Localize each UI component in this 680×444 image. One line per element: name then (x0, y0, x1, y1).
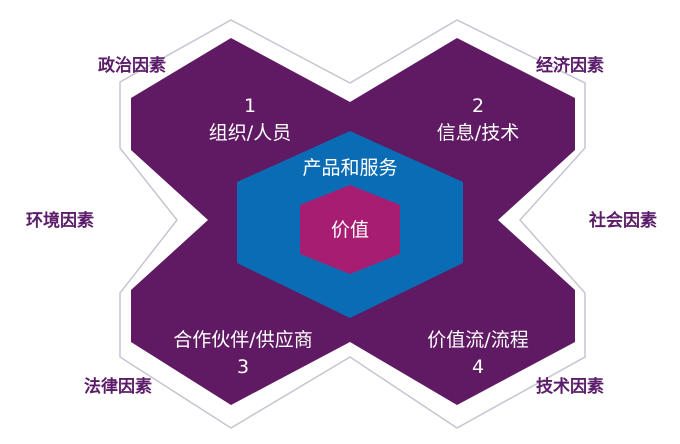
quadrant-3-label: 合作伙伴/供应商 (173, 329, 312, 351)
quadrant-4-label: 价值流/流程 (427, 329, 528, 351)
quadrant-1-number: 1 (244, 95, 256, 117)
factor-legal: 法律因素 (84, 376, 152, 397)
factor-environmental: 环境因素 (26, 210, 94, 231)
quadrant-4-number: 4 (472, 356, 484, 378)
core-hexagon (300, 185, 400, 274)
factor-political: 政治因素 (98, 55, 166, 76)
value-label: 价值 (331, 219, 369, 241)
factor-technological: 技术因素 (536, 376, 604, 397)
quadrant-2-label: 信息/技术 (437, 122, 519, 144)
factor-economic: 经济因素 (536, 55, 604, 76)
factor-social: 社会因素 (588, 210, 657, 231)
products-services-label: 产品和服务 (302, 157, 397, 179)
quadrant-1-label: 组织/人员 (209, 122, 291, 144)
quadrant-3-number: 3 (237, 356, 249, 378)
quadrant-2-number: 2 (472, 95, 484, 117)
outline-border (119, 19, 586, 429)
